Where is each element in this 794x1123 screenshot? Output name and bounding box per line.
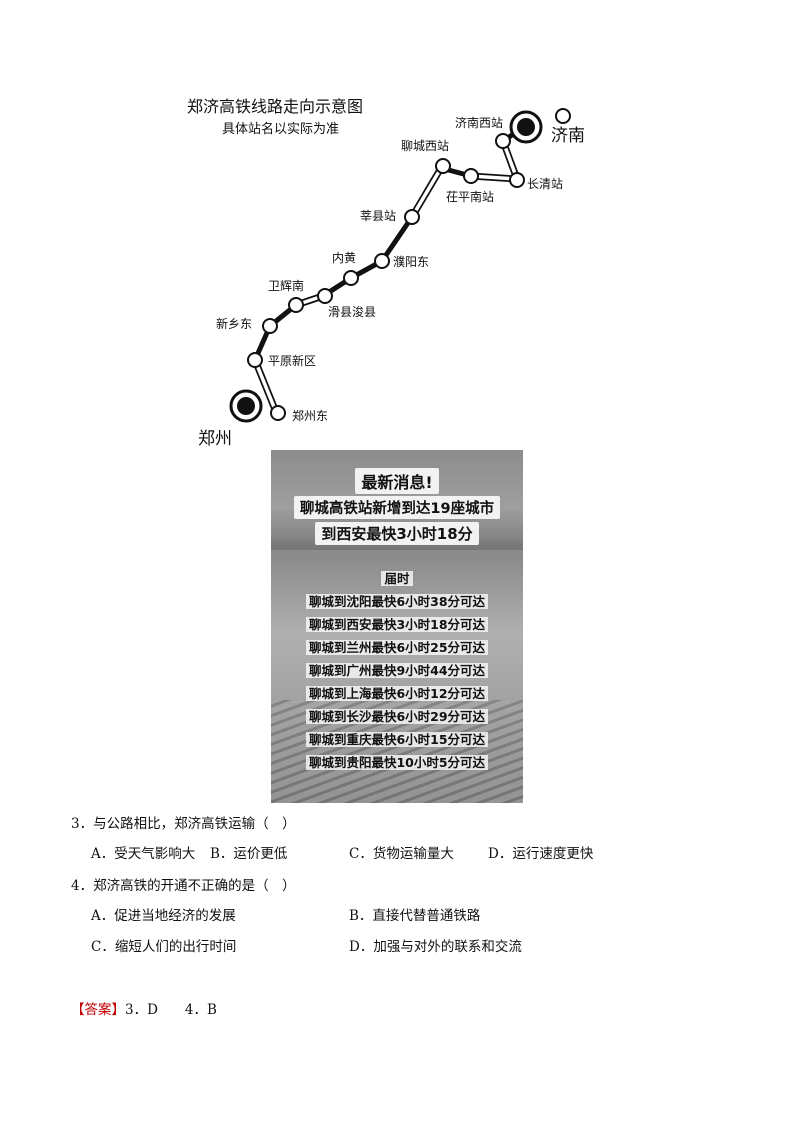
route-line (251, 124, 527, 416)
city-label-jinan: 济南 (551, 126, 585, 146)
station-changqing (509, 172, 525, 188)
question-4-option-b: B．直接代替普通铁路 (349, 908, 481, 924)
question-3-option-b: B．运价更低 (210, 846, 288, 862)
news-subhead: 聊城高铁站新增到达19座城市 (271, 496, 523, 519)
station-chiping-south (463, 168, 479, 184)
news-route: 聊城到重庆最快6小时15分可达 (271, 729, 523, 748)
label-neihuang: 内黄 (332, 251, 356, 265)
answer-text: 3．D 4．B (125, 1002, 217, 1018)
city-marker-jinan (509, 110, 543, 144)
station-huaxian-junxian (317, 288, 333, 304)
station-puyang-east (374, 253, 390, 269)
station-liaocheng-west (435, 158, 451, 174)
route-map: 郑济高铁线路走向示意图 具体站名以实际为准 济南 郑州 济南西站 聊城西站 茌平… (187, 97, 585, 449)
station-weihui-south (288, 297, 304, 313)
station-pingyuan-new (247, 352, 263, 368)
news-route: 聊城到沈阳最快6小时38分可达 (271, 591, 523, 610)
question-3-stem: 3．与公路相比，郑济高铁运输（ ） (71, 816, 296, 832)
question-3-option-c: C．货物运输量大 (349, 846, 454, 862)
question-3-option-d: D．运行速度更快 (488, 846, 594, 862)
question-4-option-d: D．加强与对外的联系和交流 (349, 939, 522, 955)
news-route: 聊城到长沙最快6小时29分可达 (271, 706, 523, 725)
label-liaocheng-west: 聊城西站 (401, 139, 449, 153)
station-xinxiang-east (262, 318, 278, 334)
news-route: 聊城到兰州最快6小时25分可达 (271, 637, 523, 656)
news-route: 聊城到贵阳最快10小时5分可达 (271, 752, 523, 771)
city-marker-jinan-small (555, 108, 571, 124)
news-route: 聊城到西安最快3小时18分可达 (271, 614, 523, 633)
label-changqing: 长清站 (527, 177, 563, 191)
label-puyang-east: 濮阳东 (393, 254, 429, 269)
city-marker-zhengzhou (229, 389, 263, 423)
map-subtitle: 具体站名以实际为准 (222, 121, 339, 137)
label-weihui-south: 卫辉南 (268, 278, 304, 293)
label-xinxiang-east: 新乡东 (216, 316, 252, 331)
label-zhengzhou-east: 郑州东 (292, 408, 328, 423)
answer-line: 【答案】3．D 4．B (71, 998, 217, 1018)
question-4-stem: 4．郑济高铁的开通不正确的是（ ） (71, 878, 296, 894)
news-intro: 届时 (271, 568, 523, 587)
question-3-option-a: A．受天气影响大 (91, 846, 196, 862)
answer-tag: 【答案】 (71, 1002, 125, 1018)
news-subhead-2: 到西安最快3小时18分 (271, 522, 523, 545)
station-markers (247, 108, 571, 421)
station-zhengzhou-east (270, 405, 286, 421)
label-jinan-west: 济南西站 (455, 115, 503, 130)
station-neihuang (343, 270, 359, 286)
station-jinan-west (495, 133, 511, 149)
news-headline: 最新消息! (271, 468, 523, 494)
label-chiping-south: 茌平南站 (446, 189, 494, 204)
news-image: 最新消息! 聊城高铁站新增到达19座城市 到西安最快3小时18分 届时 聊城到沈… (271, 450, 523, 803)
map-title: 郑济高铁线路走向示意图 (187, 97, 363, 116)
news-route: 聊城到广州最快9小时44分可达 (271, 660, 523, 679)
station-shenxian (404, 209, 420, 225)
question-4-option-c: C．缩短人们的出行时间 (91, 939, 237, 955)
city-label-zhengzhou: 郑州 (198, 429, 232, 449)
label-shenxian: 莘县站 (360, 209, 396, 223)
label-huaxian-junxian: 滑县浚县 (328, 304, 376, 319)
question-4-option-a: A．促进当地经济的发展 (91, 908, 236, 924)
label-pingyuan-new: 平原新区 (268, 353, 316, 368)
news-route: 聊城到上海最快6小时12分可达 (271, 683, 523, 702)
